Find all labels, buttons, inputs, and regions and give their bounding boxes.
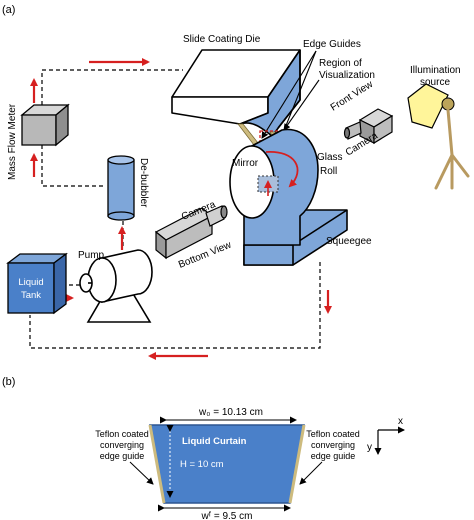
illumination-source-label-line1: Illumination [410,65,461,76]
mirror-label: Mirror [232,158,259,169]
left-edge-guide [148,424,166,504]
teflon-right-pointer [299,461,323,485]
teflon-left-label-line3: edge guide [100,451,145,461]
liquid-curtain-label: Liquid Curtain [182,436,247,447]
bottom-view-camera [154,205,228,260]
teflon-left-pointer [129,461,154,485]
axis-x-label: x [398,416,403,427]
region-of-visualization-pointer [283,79,320,131]
roll-rotation-arrow [265,151,299,188]
w0-label: w₀ = 10.13 cm [198,407,263,418]
slide-coating-die-label: Slide Coating Die [183,34,261,45]
xy-axes [374,426,405,455]
front-view-label: Front View [329,79,376,114]
flow-direction-arrows [30,58,332,360]
height-label: H = 10 cm [180,459,224,470]
squeegee-label: Squeegee [326,236,372,247]
panel-b-label: (b) [2,376,15,388]
edge-guides-label: Edge Guides [303,39,361,50]
mass-flow-meter-label: Mass Flow Meter [7,103,18,180]
teflon-right-label-line3: edge guide [311,451,356,461]
liquid-tank [6,252,68,315]
right-edge-guide [288,424,306,504]
teflon-left-label-line2: converging [100,440,144,450]
axis-y-label: y [367,442,372,453]
liquid-tank-label-line1: Liquid [18,277,43,288]
panel-a-label: (a) [2,4,15,16]
glass-roll-assembly [229,128,348,266]
illumination-source [407,83,470,190]
glass-roll-label-line2: Roll [320,166,337,177]
teflon-right-label-line1: Teflon coated [306,429,360,439]
teflon-right-label-line2: converging [311,440,355,450]
mass-flow-meter [20,103,70,147]
pump [79,249,153,323]
glass-roll-label-line1: Glass [317,152,343,163]
teflon-left-label-line1: Teflon coated [95,429,149,439]
de-bubbler [107,155,135,221]
liquid-tank-label-line2: Tank [21,290,41,301]
front-view-camera [343,108,394,145]
illumination-source-label-line2: source [420,77,450,88]
pump-label: Pump [78,250,105,261]
region-of-visualization-label-line2: Visualization [319,70,375,81]
region-of-visualization-label-line1: Region of [319,58,362,69]
wf-label: wᶠ = 9.5 cm [201,511,253,520]
de-bubbler-label: De-bubbler [138,158,149,208]
slide-coating-die [171,49,301,137]
